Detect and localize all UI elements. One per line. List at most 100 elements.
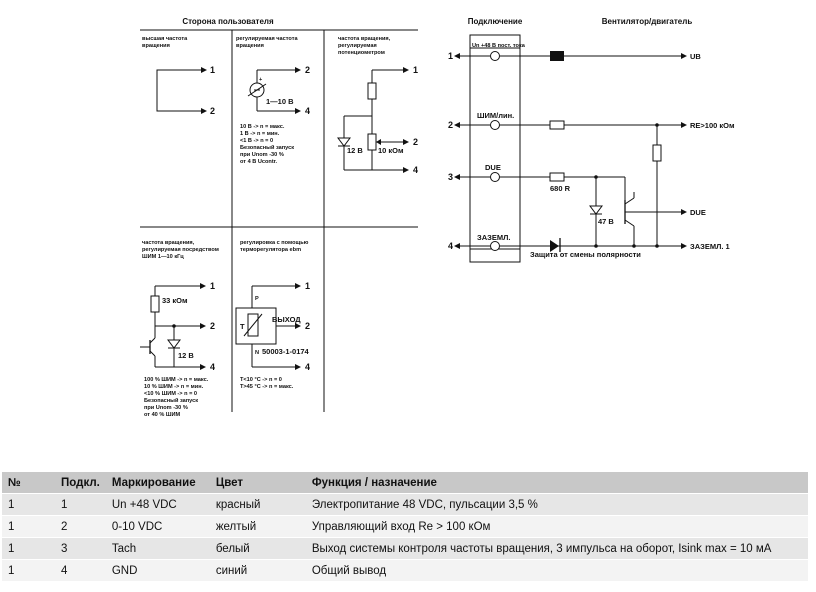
panel-thermostat: регулировка с помощью терморегулятора eb…	[235, 240, 310, 390]
panel-2-note-5: при Unom -30 %	[240, 152, 284, 158]
panel-3-potentiometer-value: 10 кОм	[378, 146, 404, 155]
connection-block: 1 Un +48 В пост. тока UB 2 ШИМ/лин. RE>1…	[448, 34, 735, 263]
panel-5-pin-4: 4	[305, 362, 310, 372]
panel-5-note-1: T<10 °C -> n = 0	[240, 377, 282, 383]
fan-ground-label: ЗАЗЕМЛ. 1	[690, 242, 730, 251]
panel-4-note-4: Безопасный запуск	[144, 397, 198, 404]
cell-function: Выход системы контроля частоты вращения,…	[305, 537, 808, 560]
header-function: Функция / назначение	[305, 472, 808, 494]
panel-2-note-2: 1 В -> n = мин.	[240, 131, 280, 137]
panel-4-note-3: <10 % ШИМ -> n = 0	[144, 391, 197, 397]
header-connection: Подкл.	[55, 472, 106, 494]
panel-4-pin-2: 2	[210, 321, 215, 331]
cell-connection: 2	[55, 515, 106, 538]
panel-2-title-line-1: регулируемая частота	[236, 36, 298, 42]
fan-ub-label: UB	[690, 52, 701, 61]
panel-4-title-line-3: ШИМ 1—10 кГц	[142, 254, 184, 260]
cell-function: Управляющий вход Re > 100 кОм	[305, 515, 808, 538]
panel-4-title-line-1: частота вращения,	[142, 240, 195, 246]
cell-number: 1	[2, 559, 55, 582]
panel-2-pin-4: 4	[305, 106, 310, 116]
cell-connection: 3	[55, 537, 106, 560]
panel-4-pin-4: 4	[210, 362, 215, 372]
panel-4-note-5: при Unom -30 %	[144, 405, 188, 411]
cell-marking: 0-10 VDC	[105, 515, 210, 538]
panel-2-note-3: <1 В -> n = 0	[240, 138, 273, 144]
panel-4-zener-value: 12 В	[178, 351, 194, 360]
panel-3-pin-4: 4	[413, 165, 418, 175]
fan-re-label: RE>100 кОм	[690, 121, 735, 130]
table-header-row: № Подкл. Маркирование Цвет Функция / наз…	[2, 472, 808, 494]
conn-label-ground: ЗАЗЕМЛ.	[477, 233, 510, 242]
table-row: 1 2 0-10 VDC желтый Управляющий вход Re …	[2, 515, 808, 538]
panel-2-title-line-2: вращения	[236, 43, 264, 49]
header-marking: Маркирование	[105, 472, 210, 494]
panel-3-title-line-3: потенциометром	[338, 50, 385, 56]
svg-text:+: +	[259, 77, 263, 83]
table-row: 1 4 GND синий Общий вывод	[2, 559, 808, 582]
panel-5-title-line-2: терморегулятора ebm	[240, 247, 301, 253]
zener-47-label: 47 В	[598, 217, 614, 226]
panel-1-title-line-2: вращения	[142, 43, 170, 49]
cell-connection: 4	[55, 559, 106, 582]
panel-3-title-line-1: частота вращения,	[338, 36, 391, 42]
panel-1-pin-2: 2	[210, 106, 215, 116]
cell-number: 1	[2, 493, 55, 516]
panel-5-output-label: ВЫХОД	[272, 315, 301, 324]
panel-2-note-6: от 4 В Ucontr.	[240, 159, 278, 165]
cell-function: Электропитание 48 VDC, пульсации 3,5 %	[305, 493, 808, 516]
panel-3-zener-value: 12 В	[347, 146, 363, 155]
cell-number: 1	[2, 515, 55, 538]
table-row: 1 3 Tach белый Выход системы контроля ча…	[2, 537, 808, 560]
panel-5-t-label: T	[240, 322, 245, 331]
panel-4-title-line-2: регулируемая посредством	[142, 247, 219, 253]
panel-2-note-1: 10 В -> n = макс.	[240, 124, 285, 130]
cell-function: Общий вывод	[305, 559, 808, 582]
conn-label-due: DUE	[485, 163, 501, 172]
conn-label-supply: Un +48 В пост. тока	[472, 43, 526, 49]
panel-5-note-2: T>45 °C -> n = макс.	[240, 384, 294, 390]
conn-pin-3: 3	[448, 172, 453, 182]
panel-5-part-number: 50003-1-0174	[262, 347, 310, 356]
conn-pin-4: 4	[448, 241, 453, 251]
conn-pin-2: 2	[448, 120, 453, 130]
cell-color: синий	[209, 559, 306, 582]
panel-1-pin-1: 1	[210, 65, 215, 75]
panel-4-pin-1: 1	[210, 281, 215, 291]
cell-color: красный	[209, 493, 306, 516]
panel-4-resistor-value: 33 кОм	[162, 296, 188, 305]
panel-2-note-4: Безопасный запуск	[240, 144, 294, 151]
panel-3-pin-1: 1	[413, 65, 418, 75]
panel-potentiometer: частота вращения, регулируемая потенциом…	[337, 36, 418, 175]
panel-2-voltage-range: 1—10 В	[266, 97, 294, 106]
panel-5-n-label: N	[255, 350, 259, 356]
panel-max-speed: высшая частота вращения 1 2	[142, 36, 215, 116]
user-side-title: Сторона пользователя	[182, 17, 274, 26]
cell-color: белый	[209, 537, 306, 560]
fan-due-label: DUE	[690, 208, 706, 217]
panel-5-title-line-1: регулировка с помощью	[240, 240, 309, 246]
polarity-protection-label: Защита от смены полярности	[530, 250, 641, 259]
panel-4-note-1: 100 % ШИМ -> n = макс.	[144, 377, 209, 383]
fan-motor-title: Вентилятор/двигатель	[602, 17, 693, 26]
cell-connection: 1	[55, 493, 106, 516]
panel-5-pin-1: 1	[305, 281, 310, 291]
connection-title: Подключение	[468, 17, 523, 26]
panel-voltage-control: регулируемая частота вращения + 2 4 1—10…	[236, 36, 310, 165]
panel-3-pin-2: 2	[413, 137, 418, 147]
wiring-diagram: Сторона пользователя Подключение Вентиля…	[140, 17, 735, 418]
panel-4-note-2: 10 % ШИМ -> n = мин.	[144, 384, 204, 390]
conn-label-pwm: ШИМ/лин.	[477, 111, 514, 120]
cell-number: 1	[2, 537, 55, 560]
cell-marking: Tach	[105, 537, 210, 560]
cell-color: желтый	[209, 515, 306, 538]
header-color: Цвет	[209, 472, 306, 494]
table-row: 1 1 Un +48 VDC красный Электропитание 48…	[2, 493, 808, 516]
panel-3-title-line-2: регулируемая	[338, 43, 377, 49]
panel-2-pin-2: 2	[305, 65, 310, 75]
cell-marking: GND	[105, 559, 210, 582]
panel-1-title-line-1: высшая частота	[142, 36, 188, 42]
panel-pwm-control: частота вращения, регулируемая посредств…	[140, 240, 219, 418]
cell-marking: Un +48 VDC	[105, 493, 210, 516]
panel-4-note-6: от 40 % ШИМ	[144, 412, 181, 418]
